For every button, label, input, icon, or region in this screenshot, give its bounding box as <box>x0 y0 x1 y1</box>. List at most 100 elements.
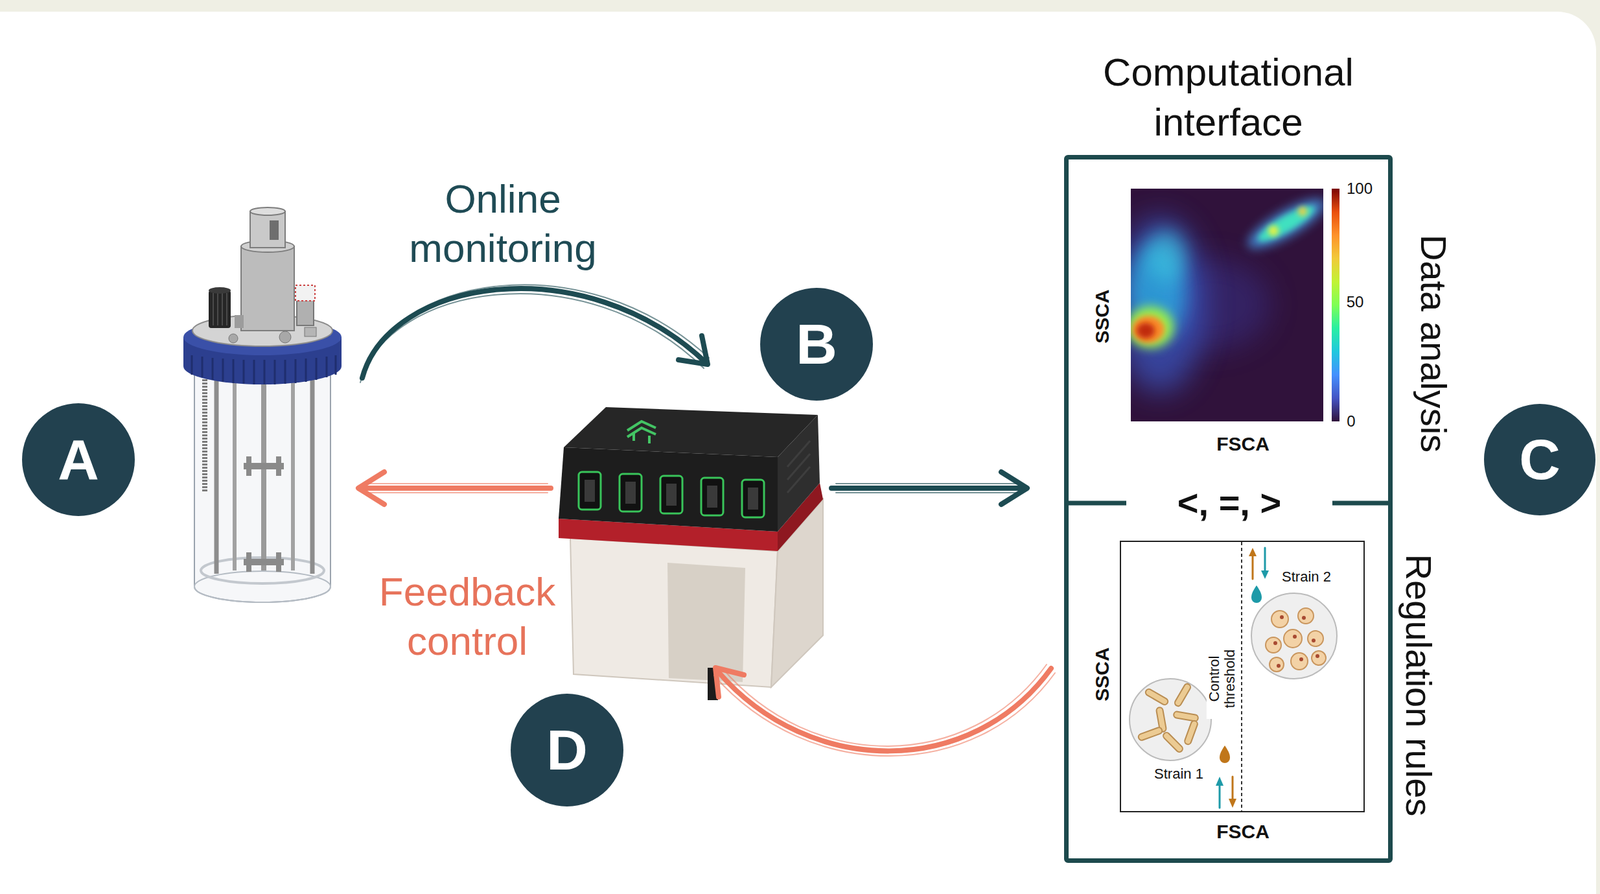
online-monitoring-arrow-part <box>360 293 704 383</box>
flow-cytometer-device-part-part <box>666 483 677 506</box>
bioreactor-illustration-part <box>194 362 331 603</box>
online-monitoring-arrow-part <box>678 335 708 365</box>
flow-cytometer-device <box>558 406 824 700</box>
bioreactor-illustration-part <box>213 292 227 326</box>
regulation-plot-part-part <box>1269 657 1284 672</box>
step-letter-circle: A <box>22 403 135 516</box>
scatter-density-heatmap-part-part <box>1130 306 1174 348</box>
section-label: Regulation rules <box>1397 554 1440 817</box>
axis-label: SSCA <box>1091 289 1114 343</box>
regulation-plot-part-part <box>1218 784 1221 808</box>
arrow-label: Feedback control <box>357 567 578 665</box>
scatter-density-heatmap-part <box>1331 188 1340 422</box>
colorbar-tick: 50 <box>1346 292 1365 312</box>
bioreactor-illustration-part <box>250 207 286 216</box>
step-letter: D <box>546 721 588 779</box>
bioreactor-illustration-part <box>269 220 279 240</box>
regulation-plot-part <box>1228 798 1237 808</box>
regulation-plot-part <box>1251 585 1262 603</box>
regulation-plot-part-part <box>1307 630 1324 647</box>
feedback-arrow-part <box>362 485 551 491</box>
flow-cytometer-device-part <box>570 537 778 687</box>
colorbar-tick: 100 <box>1346 179 1373 198</box>
bioreactor-illustration-part-part <box>232 359 235 383</box>
bioreactor-illustration-part-part <box>201 356 204 378</box>
bioreactor-illustration-part <box>310 372 315 574</box>
regulation-plot-part <box>1248 547 1257 557</box>
bioreactor-illustration-part-part <box>263 359 266 385</box>
panel-heading: Computational interface <box>1047 47 1411 148</box>
feedback-arrow <box>358 471 551 505</box>
regulation-plot-part-part <box>1315 653 1320 658</box>
flow-cytometer-device-part <box>627 421 656 444</box>
feedback-arrow-part <box>358 471 385 505</box>
threshold-label: Control threshold <box>1206 638 1238 719</box>
scatter-density-heatmap-part-part <box>1298 206 1308 216</box>
bioreactor-illustration-part <box>250 211 286 248</box>
section-label: Data analysis <box>1412 234 1455 453</box>
regulation-plot-part-part <box>1264 547 1267 572</box>
regulation-plot-part-part <box>1298 607 1314 624</box>
feedback-arrow-part <box>366 491 548 494</box>
flow-cytometer-device-part-part <box>742 479 765 518</box>
flow-cytometer-device-part-part <box>627 427 656 437</box>
bioreactor-illustration-part-part <box>221 292 223 326</box>
scatter-density-heatmap-part-part <box>1254 200 1319 247</box>
flow-cytometer-device-part <box>563 406 818 457</box>
bioreactor-illustration-part <box>241 246 295 331</box>
regulation-plot-part-part <box>1276 663 1281 668</box>
step-letter: C <box>1518 430 1561 488</box>
regulation-plot <box>1120 541 1365 812</box>
scatter-density-heatmap-part-part <box>1136 322 1155 339</box>
regulation-plot-part-part <box>1279 614 1284 619</box>
card-background <box>0 11 1597 894</box>
axis-label: SSCA <box>1091 646 1114 701</box>
flow-cytometer-device-part-part <box>625 481 636 504</box>
regulation-plot-part-part <box>1311 650 1326 665</box>
bioreactor-illustration-part <box>214 372 220 574</box>
bioreactor-illustration-part <box>246 456 252 476</box>
online-monitoring-arrow-part <box>362 288 707 378</box>
regulation-plot-part-part <box>1252 554 1254 579</box>
regulation-plot-part-part <box>1172 710 1199 722</box>
regulation-plot-part-part <box>1311 638 1316 643</box>
strain-label: Strain 1 <box>1154 765 1204 782</box>
bioreactor-illustration-part <box>202 372 208 493</box>
regulation-plot-part <box>1219 745 1230 763</box>
bioreactor-illustration-part-part <box>284 359 287 384</box>
regulation-return-arrow-part <box>714 672 1056 756</box>
flow-cytometer-device-part <box>584 479 759 510</box>
flow-cytometer-device-part-part <box>787 453 811 480</box>
bioreactor-illustration-part-part <box>305 358 308 382</box>
step-letter-circle: D <box>510 693 624 807</box>
data-transfer-arrow-part <box>835 491 1021 494</box>
bioreactor-illustration-part-part <box>253 359 256 385</box>
bioreactor-illustration-part <box>191 355 336 385</box>
comparison-operators: <, =, > <box>1173 482 1286 524</box>
flow-cytometer-device-part-part <box>648 435 651 444</box>
bioreactor-illustration-part-part <box>294 359 297 383</box>
regulation-plot-part-part <box>1265 637 1282 653</box>
step-letter-circle: C <box>1484 403 1596 516</box>
bioreactor-illustration <box>183 207 342 603</box>
bioreactor-illustration-part <box>295 285 315 301</box>
regulation-plot-part-part <box>1161 730 1184 754</box>
regulation-plot-part <box>1273 614 1320 668</box>
axis-label: FSCA <box>1216 432 1270 456</box>
bioreactor-illustration-part <box>208 287 231 294</box>
regulation-plot-part-part <box>1173 682 1192 708</box>
bioreactor-illustration-part-part <box>217 292 219 326</box>
regulation-plot-part-part <box>1301 615 1306 620</box>
flow-cytometer-device-part-part <box>787 466 811 493</box>
bioreactor-illustration-part <box>276 552 282 572</box>
online-monitoring-arrow <box>360 284 709 383</box>
regulation-plot-part <box>1137 682 1199 754</box>
regulation-plot-part <box>1265 607 1326 672</box>
bioreactor-illustration-part <box>232 372 237 571</box>
flow-cytometer-device-part-part <box>701 477 724 516</box>
data-transfer-arrow-part <box>831 485 1023 491</box>
online-monitoring-arrow-part <box>364 284 709 374</box>
bioreactor-illustration-part <box>304 327 317 337</box>
